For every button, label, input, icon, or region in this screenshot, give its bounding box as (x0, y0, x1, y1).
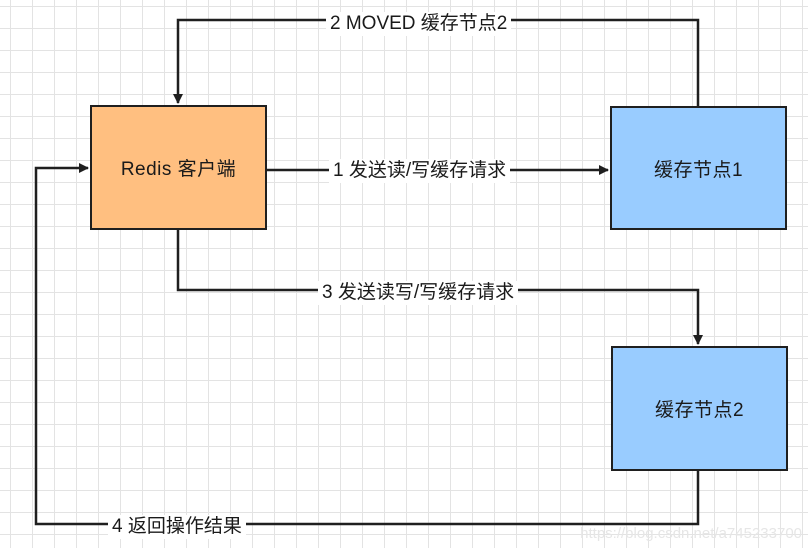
edge-moved-label: 2 MOVED 缓存节点2 (326, 12, 512, 36)
edge-return4-label: 4 返回操作结果 (108, 515, 246, 539)
cache-node-1-label: 缓存节点1 (653, 159, 744, 181)
watermark: https://blog.csdn.net/a745233700 (580, 525, 802, 542)
cache-node-1: 缓存节点1 (610, 106, 787, 230)
edge-send3-label: 3 发送读写/写缓存请求 (318, 281, 519, 305)
edge-send1-label: 1 发送读/写缓存请求 (329, 159, 511, 183)
cache-node-2: 缓存节点2 (611, 346, 788, 471)
cache-node-2-label: 缓存节点2 (654, 400, 745, 421)
edge-ret4-line (34, 163, 700, 526)
redis-client-label: Redis 客户端 (120, 159, 237, 180)
redis-client-node: Redis 客户端 (90, 105, 267, 230)
